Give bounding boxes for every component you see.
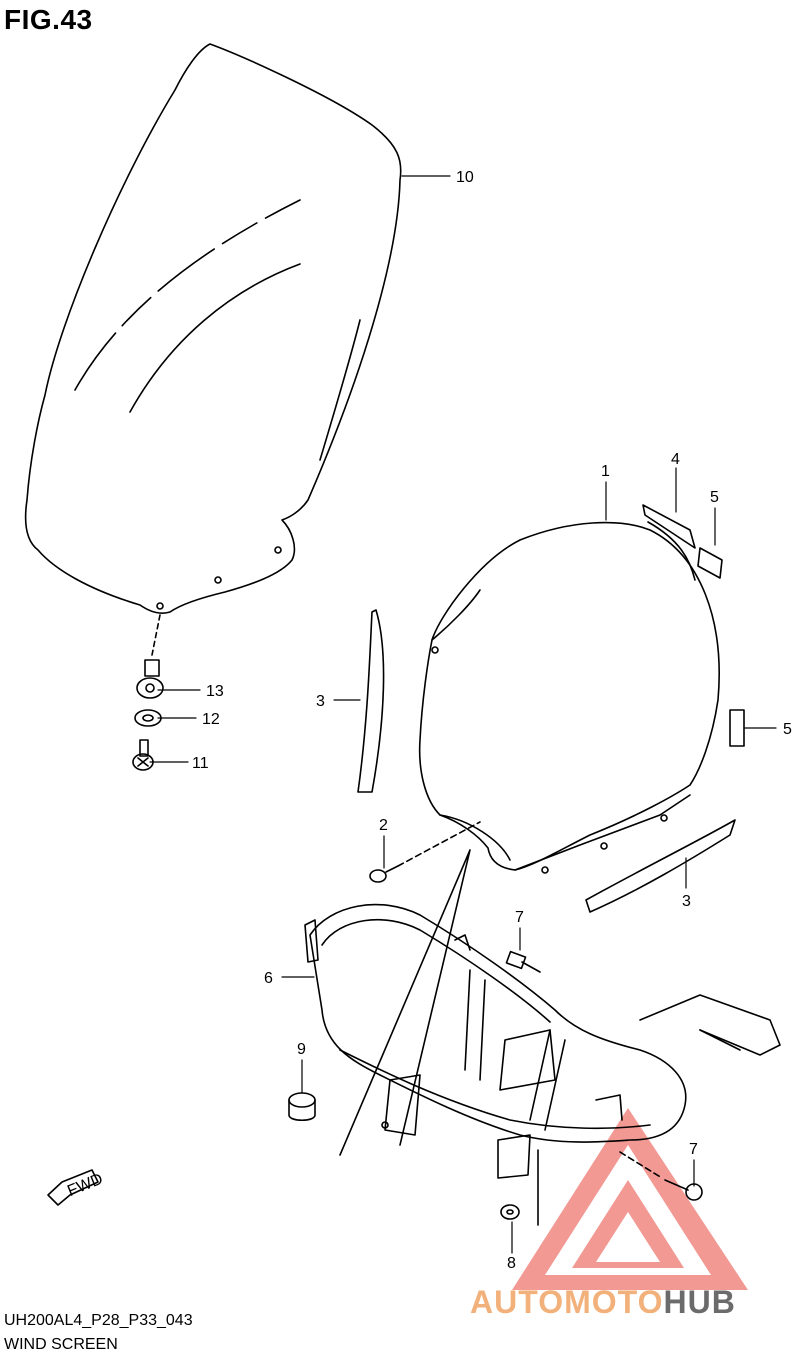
callout-2: 2 (379, 817, 388, 834)
washer-part (134, 709, 162, 727)
diagram-code: UH200AL4_P28_P33_043 (4, 1312, 193, 1329)
callout-7-top: 7 (515, 909, 524, 926)
diagram-name: WIND SCREEN (4, 1336, 118, 1353)
nut-part-8 (500, 1204, 520, 1220)
callout-11: 11 (192, 755, 209, 772)
inner-panel-part (418, 521, 720, 874)
callout-4: 4 (671, 451, 680, 468)
callout-9: 9 (297, 1041, 306, 1058)
callout-5-top: 5 (710, 489, 719, 506)
callout-3-left: 3 (316, 693, 325, 710)
grommet-part-9 (288, 1092, 316, 1122)
watermark-hub: HUB (663, 1284, 736, 1320)
watermark-logo (512, 1108, 748, 1290)
callout-1: 1 (601, 463, 610, 480)
fwd-arrow-icon: FWD (47, 1169, 105, 1206)
watermark-moto: MOTO (564, 1284, 664, 1320)
callout-8: 8 (507, 1255, 516, 1272)
callout-numbers: 10 13 12 11 1 4 5 5 3 3 2 7 6 9 7 8 (192, 169, 792, 1272)
figure-title: FIG.43 (4, 4, 93, 35)
strip-part-left (357, 609, 385, 793)
callout-13: 13 (206, 683, 224, 700)
pad-part-5a (697, 547, 723, 579)
callout-6: 6 (264, 970, 273, 987)
callout-3-right: 3 (682, 893, 691, 910)
callout-7-bottom: 7 (689, 1141, 698, 1158)
screw-part-2 (369, 821, 481, 883)
callout-5-right: 5 (783, 721, 792, 738)
callout-10: 10 (456, 169, 474, 186)
pad-part-5b (729, 709, 745, 747)
bolt-part-7a (505, 950, 541, 973)
windscreen-part (24, 43, 402, 656)
watermark-auto: AUTO (470, 1284, 565, 1320)
screw-part (132, 739, 154, 771)
callout-12: 12 (202, 711, 220, 728)
strip-part-right (585, 819, 736, 913)
rivet-part (136, 659, 164, 699)
watermark-text: AUTOMOTOHUB (470, 1284, 736, 1321)
bracket-frame-part (304, 849, 781, 1226)
leader-lines (149, 175, 777, 1254)
pad-part-4 (642, 504, 696, 549)
